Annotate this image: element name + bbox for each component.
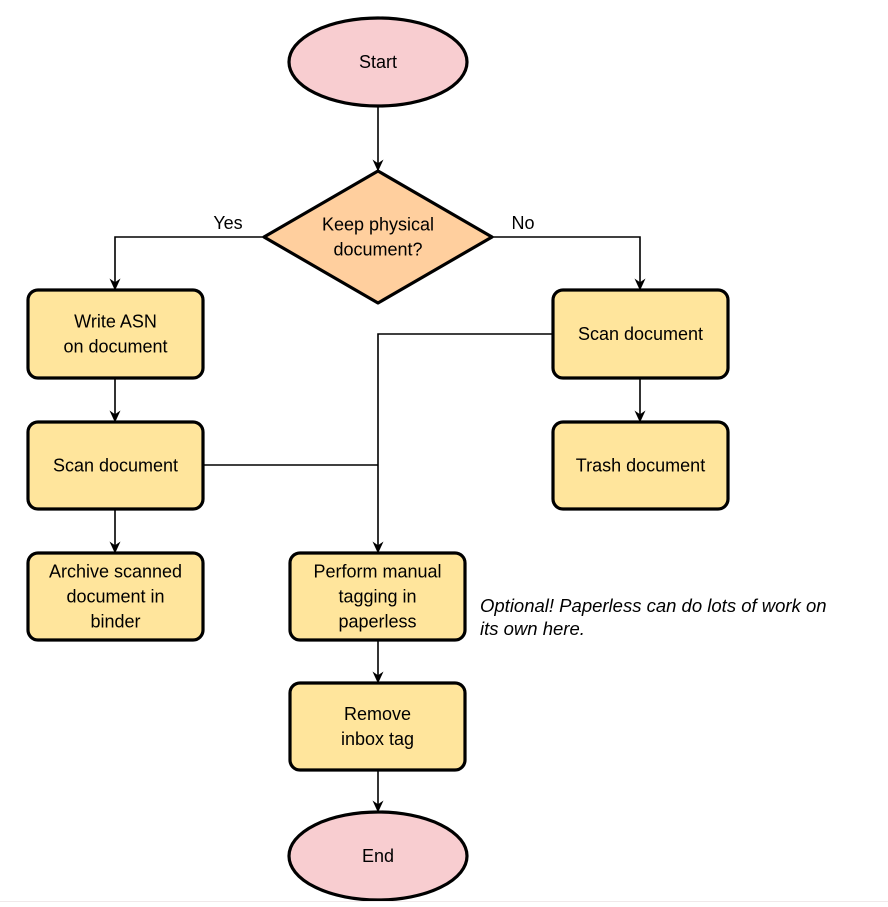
scan-document-left-process-label: Scan document — [53, 456, 178, 476]
page-bottom-divider — [0, 901, 888, 902]
manual-tagging-process — [288, 551, 467, 642]
write-asn-process — [26, 288, 205, 380]
edge-scan-right-to-tagging — [372, 333, 553, 554]
edge-decision-to-write-asn — [109, 236, 264, 291]
remove-inbox-tag-process — [288, 681, 467, 772]
archive-in-binder-process — [26, 551, 205, 642]
edges-layer: Yes No — [109, 106, 646, 813]
edge-decision-to-scan-right — [492, 236, 646, 291]
optional-annotation-line-2: its own here. — [480, 618, 585, 639]
optional-annotation: Optional! Paperless can do lots of work … — [480, 594, 888, 640]
start-terminal-label: Start — [359, 52, 397, 72]
end-terminal-label: End — [362, 846, 394, 866]
trash-document-process-label: Trash document — [576, 456, 705, 476]
optional-annotation-line-1: Optional! Paperless can do lots of work … — [480, 595, 827, 616]
keep-physical-decision — [262, 169, 494, 305]
scan-document-right-process — [551, 288, 730, 380]
start-terminal — [287, 16, 469, 108]
edge-label-yes: Yes — [213, 213, 242, 233]
scan-document-left-process — [26, 420, 205, 511]
scan-document-right-process-label: Scan document — [578, 324, 703, 344]
edge-label-no: No — [511, 213, 534, 233]
trash-document-process — [551, 420, 730, 511]
end-terminal — [287, 810, 469, 902]
